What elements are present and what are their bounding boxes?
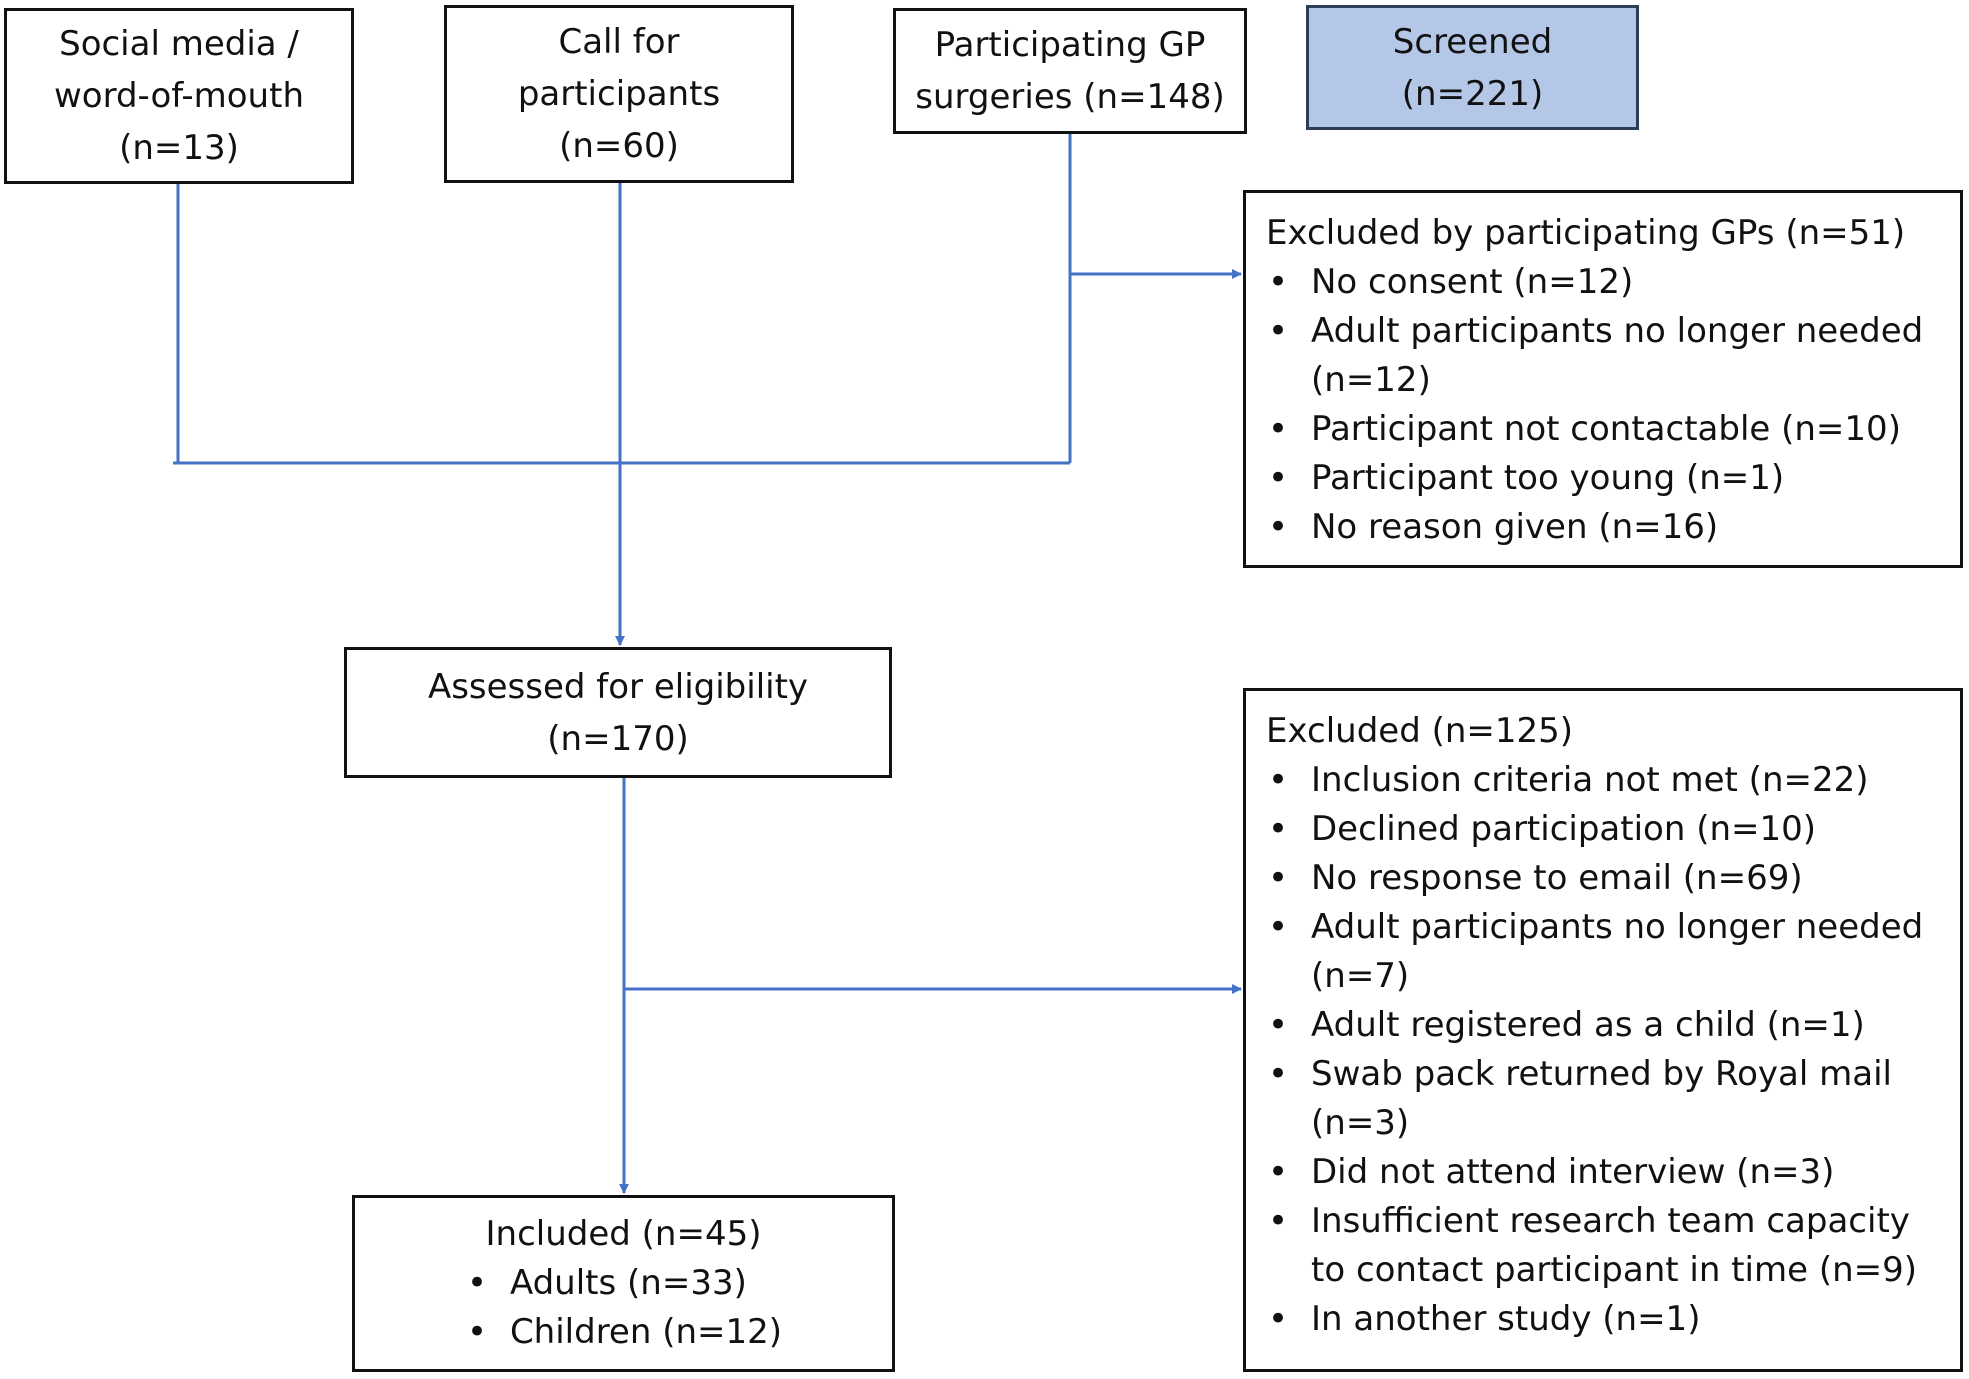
source-gp-line-1: Participating GP — [934, 25, 1206, 65]
excluded-by-gps-list: No consent (n=12) Adult participants no … — [1266, 258, 1942, 552]
list-item: Adult participants no longer needed (n=7… — [1266, 903, 1942, 1001]
source-social-line-2: word-of-mouth — [53, 76, 304, 116]
source-call-line-2: participants — [517, 74, 721, 114]
list-item: Adult registered as a child (n=1) — [1266, 1001, 1942, 1050]
included-list: Adults (n=33) Children (n=12) — [465, 1259, 782, 1357]
list-item: Insufficient research team capacity to c… — [1266, 1197, 1942, 1295]
list-item: Swab pack returned by Royal mail (n=3) — [1266, 1050, 1942, 1148]
source-gp-line-2: surgeries (n=148) — [915, 77, 1225, 117]
assessed-line-2: (n=170) — [547, 718, 689, 759]
assessed-box: Assessed for eligibility (n=170) — [344, 647, 892, 778]
list-item: Declined participation (n=10) — [1266, 805, 1942, 854]
excluded-by-gps-title: Excluded by participating GPs (n=51) — [1266, 213, 1906, 253]
excluded-list: Inclusion criteria not met (n=22) Declin… — [1266, 756, 1942, 1344]
source-social-media-box: Social media / word-of-mouth (n=13) — [4, 8, 354, 184]
list-item: Inclusion criteria not met (n=22) — [1266, 756, 1942, 805]
screened-line-2: (n=221) — [1401, 73, 1544, 114]
list-item: Adults (n=33) — [465, 1259, 782, 1308]
list-item: In another study (n=1) — [1266, 1295, 1942, 1344]
list-item: Participant too young (n=1) — [1266, 454, 1942, 503]
list-item: No response to email (n=69) — [1266, 854, 1942, 903]
list-item: Adult participants no longer needed (n=1… — [1266, 307, 1942, 405]
list-item: Participant not contactable (n=10) — [1266, 405, 1942, 454]
included-title: Included (n=45) — [485, 1214, 762, 1254]
source-call-line-1: Call for — [558, 22, 680, 62]
excluded-box: Excluded (n=125) Inclusion criteria not … — [1243, 688, 1963, 1372]
list-item: Did not attend interview (n=3) — [1266, 1148, 1942, 1197]
source-social-line-1: Social media / — [59, 24, 299, 64]
list-item: No reason given (n=16) — [1266, 503, 1942, 552]
assessed-line-1: Assessed for eligibility — [427, 666, 809, 707]
list-item: No consent (n=12) — [1266, 258, 1942, 307]
list-item: Children (n=12) — [465, 1308, 782, 1357]
included-box: Included (n=45) Adults (n=33) Children (… — [352, 1195, 895, 1372]
excluded-by-gps-box: Excluded by participating GPs (n=51) No … — [1243, 190, 1963, 568]
screened-box: Screened (n=221) — [1306, 5, 1639, 130]
source-social-line-3: (n=13) — [119, 128, 239, 168]
source-call-for-participants-box: Call for participants (n=60) — [444, 5, 794, 183]
excluded-title: Excluded (n=125) — [1266, 711, 1574, 751]
source-call-line-3: (n=60) — [559, 126, 679, 166]
source-gp-surgeries-box: Participating GP surgeries (n=148) — [893, 8, 1247, 134]
screened-line-1: Screened — [1392, 21, 1553, 62]
